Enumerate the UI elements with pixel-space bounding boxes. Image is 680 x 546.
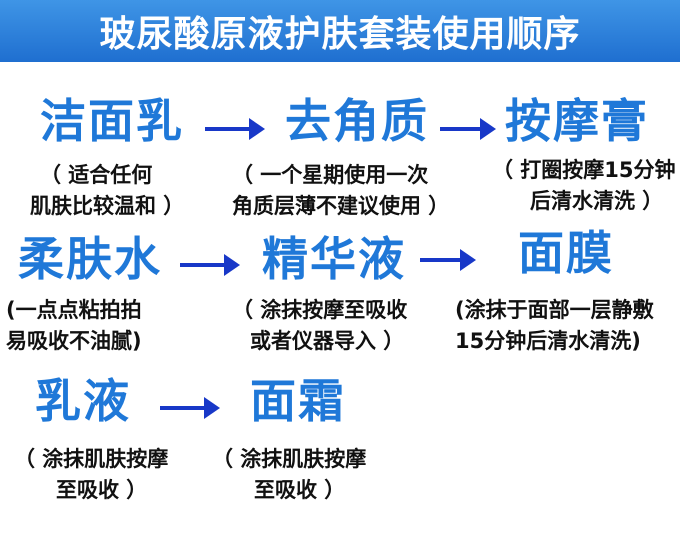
page-title: 玻尿酸原液护肤套装使用顺序 (99, 14, 581, 55)
step-massage-cream: 按摩膏 (505, 94, 649, 148)
arrow-right-icon (180, 254, 240, 276)
note-cleanser: （ 适合任何肌肤比较温和 ） (30, 160, 184, 222)
note-line: （ 一个星期使用一次 (232, 163, 429, 187)
note-line: 至吸收 ） (56, 478, 148, 502)
note-line: 至吸收 ） (254, 478, 346, 502)
note-line: 易吸收不油腻) (6, 329, 142, 353)
step-face-cream: 面霜 (250, 374, 346, 428)
step-lotion: 乳液 (35, 374, 131, 428)
note-serum: （ 涂抹按摩至吸收或者仪器导入 ） (232, 295, 407, 357)
note-lotion: （ 涂抹肌肤按摩至吸收 ） (14, 444, 168, 506)
arrow-right-icon (205, 118, 265, 140)
step-serum: 精华液 (262, 232, 406, 286)
note-mask: (涂抹于面部一层静敷 15分钟后清水清洗) (455, 295, 654, 357)
note-line: (一点点粘拍拍 (6, 298, 142, 322)
step-cleanser: 洁面乳 (40, 94, 184, 148)
note-line: （ 打圈按摩15分钟 (492, 158, 676, 182)
note-face-cream: （ 涂抹肌肤按摩至吸收 ） (212, 444, 366, 506)
note-line: （ 涂抹肌肤按摩 (212, 447, 367, 471)
note-toner: (一点点粘拍拍易吸收不油腻) (6, 295, 142, 357)
arrow-right-icon (160, 397, 220, 419)
arrow-right-icon (440, 118, 496, 140)
note-line: （ 涂抹按摩至吸收 (232, 298, 408, 322)
title-banner: 玻尿酸原液护肤套装使用顺序 (0, 0, 680, 62)
note-line: （ 涂抹肌肤按摩 (14, 447, 169, 471)
step-exfoliate: 去角质 (285, 94, 429, 148)
note-massage-cream: （ 打圈按摩15分钟后清水清洗 ） (492, 155, 676, 217)
note-line: （ 适合任何 (40, 163, 153, 187)
note-line: (涂抹于面部一层静敷 (455, 298, 654, 322)
note-line: 肌肤比较温和 ） (30, 194, 185, 218)
note-exfoliate: （ 一个星期使用一次角质层薄不建议使用 ） (232, 160, 449, 222)
note-line: 后清水清洗 ） (530, 189, 664, 213)
note-line: 15分钟后清水清洗) (455, 329, 641, 353)
step-mask: 面膜 (518, 226, 614, 280)
note-line: 角质层薄不建议使用 ） (232, 194, 450, 218)
step-toner: 柔肤水 (18, 232, 162, 286)
arrow-right-icon (420, 249, 476, 271)
note-line: 或者仪器导入 ） (250, 329, 405, 353)
